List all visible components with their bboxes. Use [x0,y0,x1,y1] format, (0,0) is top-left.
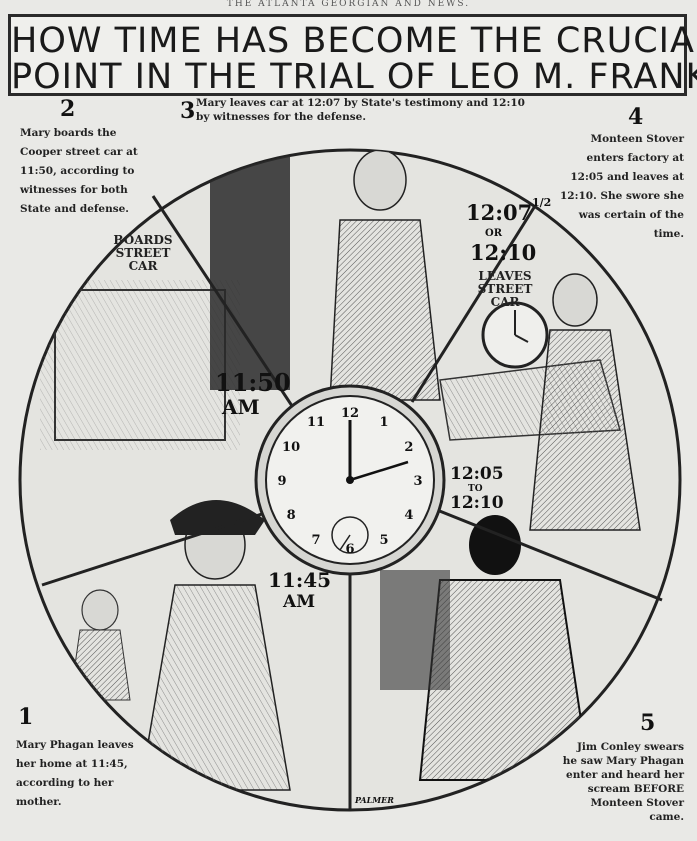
panel-number-1: 1 [18,704,34,730]
time-12-07-fraction: 1/2 [532,196,552,209]
time-11-50: 11:50 [215,368,291,397]
time-12-07: 12:07 [466,200,533,225]
clock-numeral-1: 1 [379,415,388,430]
time-to: TO [468,484,483,494]
panel-number-5: 5 [640,710,656,736]
clock-numeral-2: 2 [404,440,413,455]
clock-numeral-3: 3 [413,474,422,489]
boards-line-2: STREET [115,246,171,260]
time-12-05: 12:05 [450,464,504,484]
panel-number-4: 4 [628,104,644,130]
boards-line-3: CAR [128,259,158,273]
time-11-45: 11:45 [268,568,332,592]
panel-caption-5: Jim Conley swears he saw Mary Phagan ent… [562,741,684,823]
panel-caption-3: Mary leaves car at 12:07 by State's test… [196,97,525,123]
time-11-50-am: AM [222,395,260,419]
clock-numeral-11: 11 [307,415,325,430]
time-12-10: 12:10 [470,240,537,265]
headline-box: HOW TIME HAS BECOME THE CRUCIAL POINT IN… [8,14,697,97]
panel-art [40,150,641,791]
masthead: THE ATLANTA GEORGIAN AND NEWS. [226,0,471,8]
artist-signature: PALMER [355,795,394,805]
boards-street-car-label: BOARDS STREET CAR [108,234,178,273]
panel-caption-4: Monteen Stover enters factory at 12:05 a… [560,133,685,240]
headline-line-1: HOW TIME HAS BECOME THE CRUCIAL [11,21,697,61]
clock-numeral-10: 10 [282,440,300,455]
panel-number-3: 3 [180,98,196,124]
leaves-line-3: CAR [490,295,520,309]
leaves-line-1: LEAVES [478,269,532,283]
boards-line-1: BOARDS [113,233,173,247]
clock-numeral-5: 5 [379,533,388,548]
clock-numeral-8: 8 [287,508,296,523]
leaves-line-2: STREET [477,282,533,296]
clock-numeral-6: 6 [345,542,354,557]
clock-numeral-4: 4 [404,508,413,523]
panel-caption-1: Mary Phagan leaves her home at 11:45, ac… [16,739,134,808]
time-11-45-am: AM [283,592,316,612]
leaves-street-car-label: LEAVES STREET CAR [470,270,540,309]
clock-numeral-9: 9 [277,474,286,489]
panel-number-2: 2 [60,96,76,122]
panel-dividers [41,195,663,810]
headline-line-2: POINT IN THE TRIAL OF LEO M. FRANK [11,57,697,97]
clock-numeral-7: 7 [311,533,320,548]
time-or: OR [485,228,503,239]
panel-caption-2: Mary boards the Cooper street car at 11:… [20,127,138,215]
clock-numeral-12: 12 [341,406,359,421]
central-clock [254,384,446,576]
time-12-10-lower: 12:10 [450,493,504,513]
